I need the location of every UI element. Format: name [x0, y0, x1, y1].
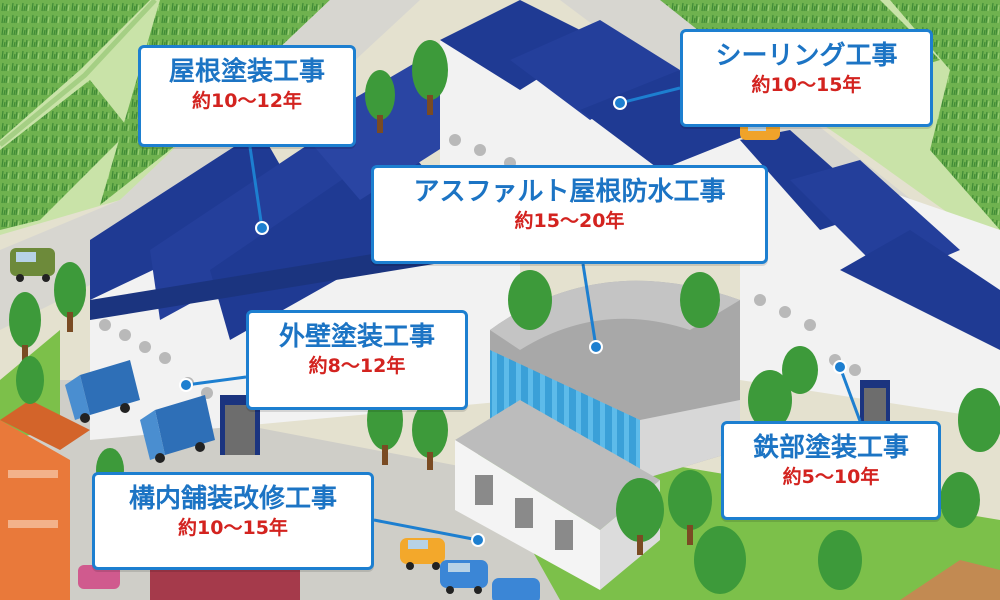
blue-car-1 — [440, 560, 488, 594]
pointer-dot-icon — [179, 378, 193, 392]
callout-steel-painting: 鉄部塗装工事 約5〜10年 — [721, 421, 941, 520]
orange-building — [0, 400, 90, 600]
pointer-dots — [179, 96, 847, 547]
brown-roof-house — [900, 560, 1000, 600]
leader-line-wall — [185, 375, 247, 387]
callout-period: 約10〜15年 — [178, 517, 288, 539]
callout-period: 約10〜15年 — [751, 74, 862, 96]
callout-period: 約5〜10年 — [782, 466, 880, 488]
pink-car — [78, 565, 120, 589]
callout-sealing: シーリング工事 約10〜15年 — [680, 29, 933, 127]
pointer-dot-icon — [833, 360, 847, 374]
pointer-dot-icon — [471, 533, 485, 547]
callout-title: 構内舗装改修工事 — [128, 484, 337, 514]
callout-title: 屋根塗装工事 — [168, 57, 325, 87]
callout-title: シーリング工事 — [715, 41, 898, 71]
callout-exterior-wall-painting: 外壁塗装工事 約8〜12年 — [246, 310, 468, 410]
truck-1 — [65, 360, 140, 423]
callout-title: 外壁塗装工事 — [278, 322, 435, 352]
center-building — [490, 280, 740, 480]
callout-period: 約10〜12年 — [192, 90, 302, 112]
pointer-dot-icon — [255, 221, 269, 235]
blue-car-2 — [492, 578, 540, 600]
leader-line-asphalt — [581, 263, 598, 348]
leader-line-roof — [248, 146, 264, 229]
callout-asphalt-waterproofing: アスファルト屋根防水工事 約15〜20年 — [371, 165, 768, 264]
callout-site-paving: 構内舗装改修工事 約10〜15年 — [92, 472, 374, 570]
callout-period: 約15〜20年 — [514, 210, 625, 232]
pointer-dot-icon — [613, 96, 627, 110]
leader-line-sealing — [619, 86, 681, 105]
callout-title: 鉄部塗装工事 — [752, 433, 909, 463]
green-car — [10, 248, 55, 282]
pointer-dot-icon — [589, 340, 603, 354]
yellow-car — [400, 538, 445, 570]
leader-lines — [185, 86, 862, 542]
callout-title: アスファルト屋根防水工事 — [413, 177, 726, 207]
leader-line-steel — [838, 366, 862, 422]
vehicles — [10, 122, 780, 600]
callout-period: 約8〜12年 — [308, 355, 406, 377]
truck-2 — [140, 395, 215, 463]
callout-roof-painting: 屋根塗装工事 約10〜12年 — [138, 45, 356, 147]
leader-line-paving — [373, 518, 479, 542]
